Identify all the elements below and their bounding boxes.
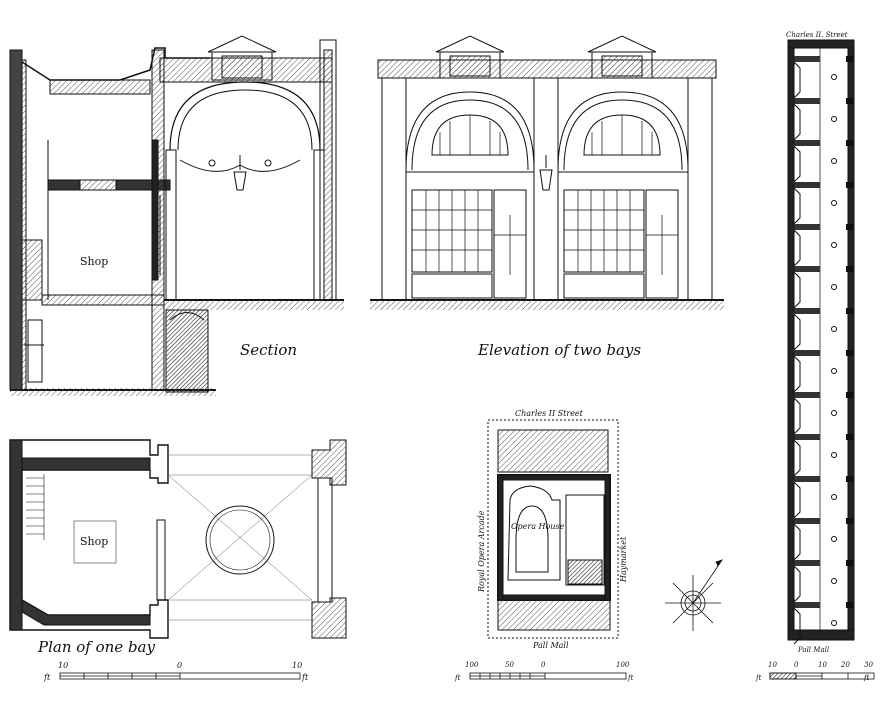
section-caption: Section: [240, 341, 297, 359]
haymarket-label: Haymarket: [619, 536, 628, 583]
arcade-bay: [793, 392, 854, 435]
arcade-bay: [793, 518, 854, 561]
plan-scale-unit: ft: [43, 673, 51, 682]
shop-label-section: Shop: [80, 255, 108, 268]
site-scale-unit: ft: [454, 674, 461, 682]
arcade-long-plan: [787, 39, 855, 641]
site-scale-tick-0: 100: [465, 661, 479, 669]
arcade-bays: [793, 56, 854, 645]
arcade-scale-tick-0: 10: [768, 661, 777, 669]
site-plan: [487, 419, 619, 639]
section-drawing: [9, 35, 344, 396]
plan-scale-tick-1: 0: [177, 661, 182, 670]
elevation-drawing: [370, 35, 724, 310]
arcade-scale-tick-3: 20: [840, 661, 850, 669]
arcade-scale-end-unit: ft: [863, 674, 870, 682]
plan-scale-tick-2: 10: [292, 661, 302, 670]
arcade-bay: [793, 140, 854, 183]
elevation-caption: Elevation of two bays: [477, 341, 641, 359]
plan-scale-end-unit: ft: [301, 673, 309, 682]
arcade-bay: [793, 308, 854, 351]
site-scale-tick-1: 50: [505, 661, 514, 669]
arcade-bay: [793, 98, 854, 141]
arcade-scale-tick-2: 10: [818, 661, 827, 669]
plan-scale-tick-0: 10: [58, 661, 68, 670]
plan-bay-drawing: [9, 439, 347, 639]
site-pall-mall-label: Pall Mall: [532, 641, 569, 650]
plan-caption: Plan of one bay: [37, 638, 155, 656]
arcade-bay: [793, 56, 854, 99]
arcade-bay: [793, 560, 854, 603]
compass-rose: [665, 559, 723, 631]
arcade-bay: [793, 476, 854, 519]
arcade-scale-tick-4: 30: [864, 661, 873, 669]
arcade-charles-street-label: Charles II. Street: [786, 31, 848, 39]
site-scale: [469, 672, 627, 680]
arcade-bay: [793, 224, 854, 267]
arcade-scale-tick-1: 0: [794, 661, 799, 669]
site-scale-end-unit: ft: [627, 674, 634, 682]
arcade-bay: [793, 602, 854, 645]
shop-label-plan: Shop: [80, 535, 108, 548]
arcade-bay: [793, 182, 854, 225]
opera-house-label: Opera House: [511, 522, 565, 531]
arcade-bay: [793, 350, 854, 393]
site-scale-tick-3: 100: [616, 661, 630, 669]
site-scale-tick-2: 0: [541, 661, 546, 669]
site-charles-street-label: Charles II Street: [515, 409, 584, 418]
plan-bay-scale: [59, 672, 301, 680]
arcade-scale-unit: ft: [755, 674, 762, 682]
arcade-bay: [793, 434, 854, 477]
royal-opera-arcade-label: Royal Opera Arcade: [477, 510, 486, 593]
arcade-scale: [769, 672, 875, 680]
arcade-pall-mall-label: Pall Mall: [797, 646, 829, 654]
arcade-bay: [793, 266, 854, 309]
